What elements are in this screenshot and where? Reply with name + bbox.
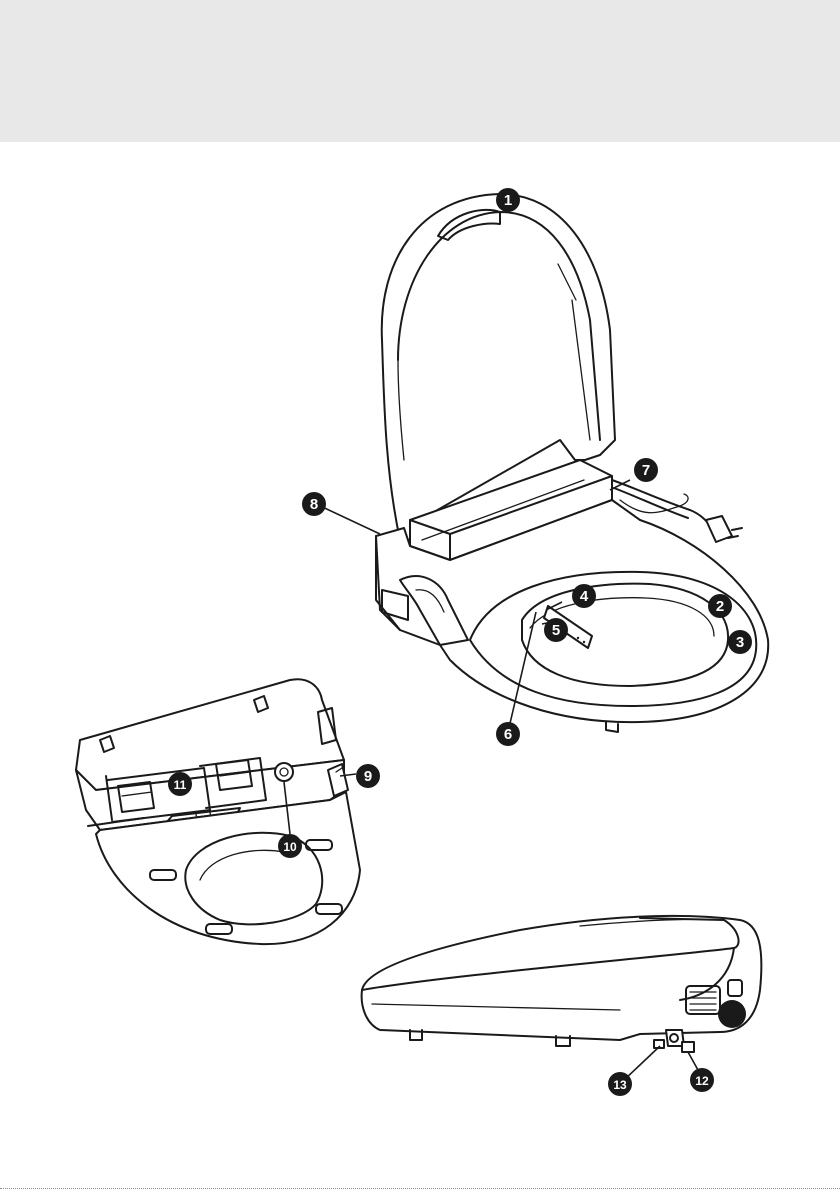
- callout-8-label: 8: [310, 496, 318, 513]
- callout-10: 10: [278, 834, 302, 858]
- seat-perspective-view: [376, 194, 768, 732]
- callout-9-label: 9: [364, 768, 372, 785]
- callout-7: 7: [634, 458, 658, 482]
- callout-4: 4: [572, 584, 596, 608]
- callout-1-label: 1: [504, 192, 512, 209]
- callout-3-label: 3: [736, 634, 744, 651]
- callout-8: 8: [302, 492, 326, 516]
- callout-12: 12: [690, 1068, 714, 1092]
- callout-5: 5: [544, 618, 568, 642]
- callout-12-label: 12: [695, 1074, 709, 1088]
- callout-11-label: 11: [174, 778, 187, 792]
- callout-5-label: 5: [552, 622, 560, 639]
- callout-9: 9: [356, 764, 380, 788]
- seat-side-view: [362, 916, 762, 1052]
- callout-13-label: 13: [613, 1078, 627, 1092]
- callout-11: 11: [168, 772, 192, 796]
- callout-6: 6: [496, 722, 520, 746]
- callout-1: 1: [496, 188, 520, 212]
- callout-13: 13: [608, 1072, 632, 1096]
- callout-4-label: 4: [580, 588, 589, 605]
- callout-7-label: 7: [642, 462, 650, 479]
- bottom-dotted-rule: [0, 1188, 840, 1189]
- callout-2-label: 2: [716, 598, 724, 615]
- callout-6-label: 6: [504, 726, 512, 743]
- callout-2: 2: [708, 594, 732, 618]
- callout-10-label: 10: [283, 840, 297, 854]
- seat-underside-view: [76, 679, 360, 944]
- callout-3: 3: [728, 630, 752, 654]
